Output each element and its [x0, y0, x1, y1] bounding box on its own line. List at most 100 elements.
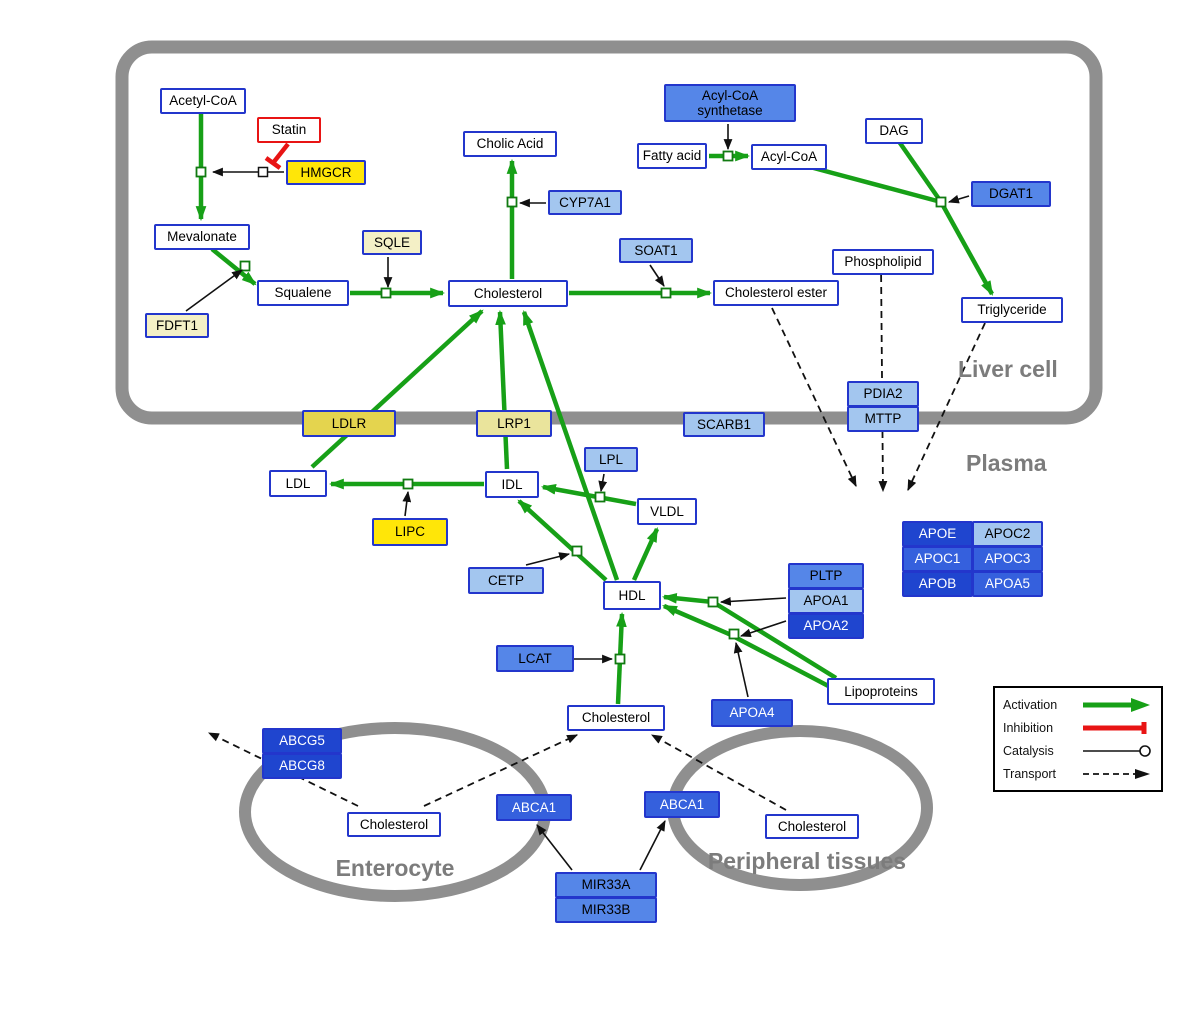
node-pdia2[interactable]: PDIA2 [847, 381, 919, 407]
node-hmgcr[interactable]: HMGCR [286, 160, 366, 185]
node-cholesterol-enterocyte[interactable]: Cholesterol [347, 812, 441, 837]
node-vldl[interactable]: VLDL [637, 498, 697, 525]
node-apoa1[interactable]: APOA1 [788, 588, 864, 614]
edge-ldl-cholesterol [310, 309, 484, 469]
node-cholesterol-ester[interactable]: Cholesterol ester [713, 280, 839, 306]
legend: Activation Inhibition Catalysis Transpor… [993, 686, 1163, 792]
node-cholesterol-peripheral[interactable]: Cholesterol [765, 814, 859, 839]
cat-apoa4 [733, 641, 749, 698]
edge-hdl-cholesterol [521, 309, 620, 581]
liver-cell-label: Liver cell [958, 356, 1058, 382]
cat-apoa-upper [719, 597, 787, 606]
node-fatty-acid[interactable]: Fatty acid [637, 143, 707, 169]
tr-cholesterolester-plasma [771, 307, 857, 487]
transport-dashed-arrow-icon [1083, 768, 1150, 779]
node-mttp[interactable]: MTTP [847, 406, 919, 432]
node-acyl-coa-synthetase[interactable]: Acyl-CoA synthetase [664, 84, 796, 122]
node-phospholipid[interactable]: Phospholipid [832, 249, 934, 275]
node-apoe[interactable]: APOE [902, 521, 973, 547]
activation-arrow-icon [1083, 697, 1150, 712]
tr-triglyceride-plasma [907, 322, 986, 491]
node-apoa5[interactable]: APOA5 [972, 571, 1043, 597]
legend-catalysis-label: Catalysis [1003, 743, 1054, 758]
edge-mevalonate-squalene [210, 247, 257, 286]
node-mir33a[interactable]: MIR33A [555, 872, 657, 898]
node-abcg8[interactable]: ABCG8 [262, 753, 342, 779]
inhibition-edge [264, 142, 290, 170]
cat-fdft1 [185, 269, 243, 312]
node-lipc[interactable]: LIPC [372, 518, 448, 546]
node-dgat1[interactable]: DGAT1 [971, 181, 1051, 207]
catalysis-edges [185, 124, 970, 871]
edge-vldl-idl [540, 484, 637, 507]
node-cholesterol-liver[interactable]: Cholesterol [448, 280, 568, 307]
node-lcat[interactable]: LCAT [496, 645, 574, 672]
node-ldlr[interactable]: LDLR [302, 410, 396, 437]
node-soat1[interactable]: SOAT1 [619, 238, 693, 263]
node-apoc1[interactable]: APOC1 [902, 546, 973, 572]
cat-soat1 [649, 264, 665, 287]
node-cholesterol-plasma[interactable]: Cholesterol [567, 705, 665, 731]
tr-peripheral-cholesterol [651, 734, 787, 811]
node-hdl[interactable]: HDL [603, 581, 661, 610]
legend-row-inhibition: Inhibition [1003, 716, 1153, 739]
cat-dgat1 [947, 194, 970, 204]
legend-transport-label: Transport [1003, 766, 1057, 781]
catalysis-circle-icon [1083, 744, 1151, 757]
cat-apoa-lower [739, 620, 787, 638]
node-lpl[interactable]: LPL [584, 447, 638, 472]
node-apob[interactable]: APOB [902, 571, 973, 597]
node-apoc2[interactable]: APOC2 [972, 521, 1043, 547]
node-abcg5[interactable]: ABCG5 [262, 728, 342, 754]
legend-inhibition-label: Inhibition [1003, 720, 1054, 735]
tr-enterocyte-abcg-out [208, 732, 359, 807]
catalysis-junction-square [257, 166, 269, 178]
node-squalene[interactable]: Squalene [257, 280, 349, 306]
node-apoc3[interactable]: APOC3 [972, 546, 1043, 572]
node-lipoproteins[interactable]: Lipoproteins [827, 678, 935, 705]
legend-row-activation: Activation [1003, 693, 1153, 716]
node-cholic-acid[interactable]: Cholic Acid [463, 131, 557, 157]
node-ldl[interactable]: LDL [269, 470, 327, 497]
node-scarb1[interactable]: SCARB1 [683, 412, 765, 437]
node-mevalonate[interactable]: Mevalonate [154, 224, 250, 250]
inh-statin-line [271, 142, 290, 165]
edge-junction-triglyceride [939, 200, 994, 296]
node-cyp7a1[interactable]: CYP7A1 [548, 190, 622, 215]
node-triglyceride[interactable]: Triglyceride [961, 297, 1063, 323]
edge-hdl-vldl [631, 527, 660, 581]
inhibition-tbar-icon [1083, 721, 1147, 734]
tr-phospholipid-plasma [878, 262, 888, 493]
node-dag[interactable]: DAG [865, 118, 923, 144]
node-idl[interactable]: IDL [485, 471, 539, 498]
node-sqle[interactable]: SQLE [362, 230, 422, 255]
legend-row-catalysis: Catalysis [1003, 739, 1153, 762]
node-lrp1[interactable]: LRP1 [476, 410, 552, 437]
node-abca1-peripheral[interactable]: ABCA1 [644, 791, 720, 818]
node-statin[interactable]: Statin [257, 117, 321, 143]
node-cetp[interactable]: CETP [468, 567, 544, 594]
edge-idl-cholesterol [495, 309, 510, 470]
activation-edges [195, 114, 994, 705]
enterocyte-label: Enterocyte [335, 855, 455, 881]
liver-cell-membrane [115, 40, 1103, 425]
node-apoa2[interactable]: APOA2 [788, 613, 864, 639]
node-abca1-enterocyte[interactable]: ABCA1 [496, 794, 572, 821]
legend-activation-label: Activation [1003, 697, 1058, 712]
reaction-nodes [195, 150, 947, 665]
node-mir33b[interactable]: MIR33B [555, 897, 657, 923]
transport-edges [208, 262, 986, 811]
plasma-label: Plasma [966, 450, 1047, 476]
node-fdft1[interactable]: FDFT1 [145, 313, 209, 338]
edge-hdl-idl [517, 499, 608, 582]
edge-dag-junction [891, 131, 941, 201]
cat-cetp [525, 552, 571, 566]
node-acyl-coa[interactable]: Acyl-CoA [751, 144, 827, 170]
node-acetyl-coa[interactable]: Acetyl-CoA [160, 88, 246, 114]
cat-lpl [598, 473, 608, 493]
node-pltp[interactable]: PLTP [788, 563, 864, 589]
cat-mir33-abca1-right [639, 820, 666, 871]
node-apoa4[interactable]: APOA4 [711, 699, 793, 727]
